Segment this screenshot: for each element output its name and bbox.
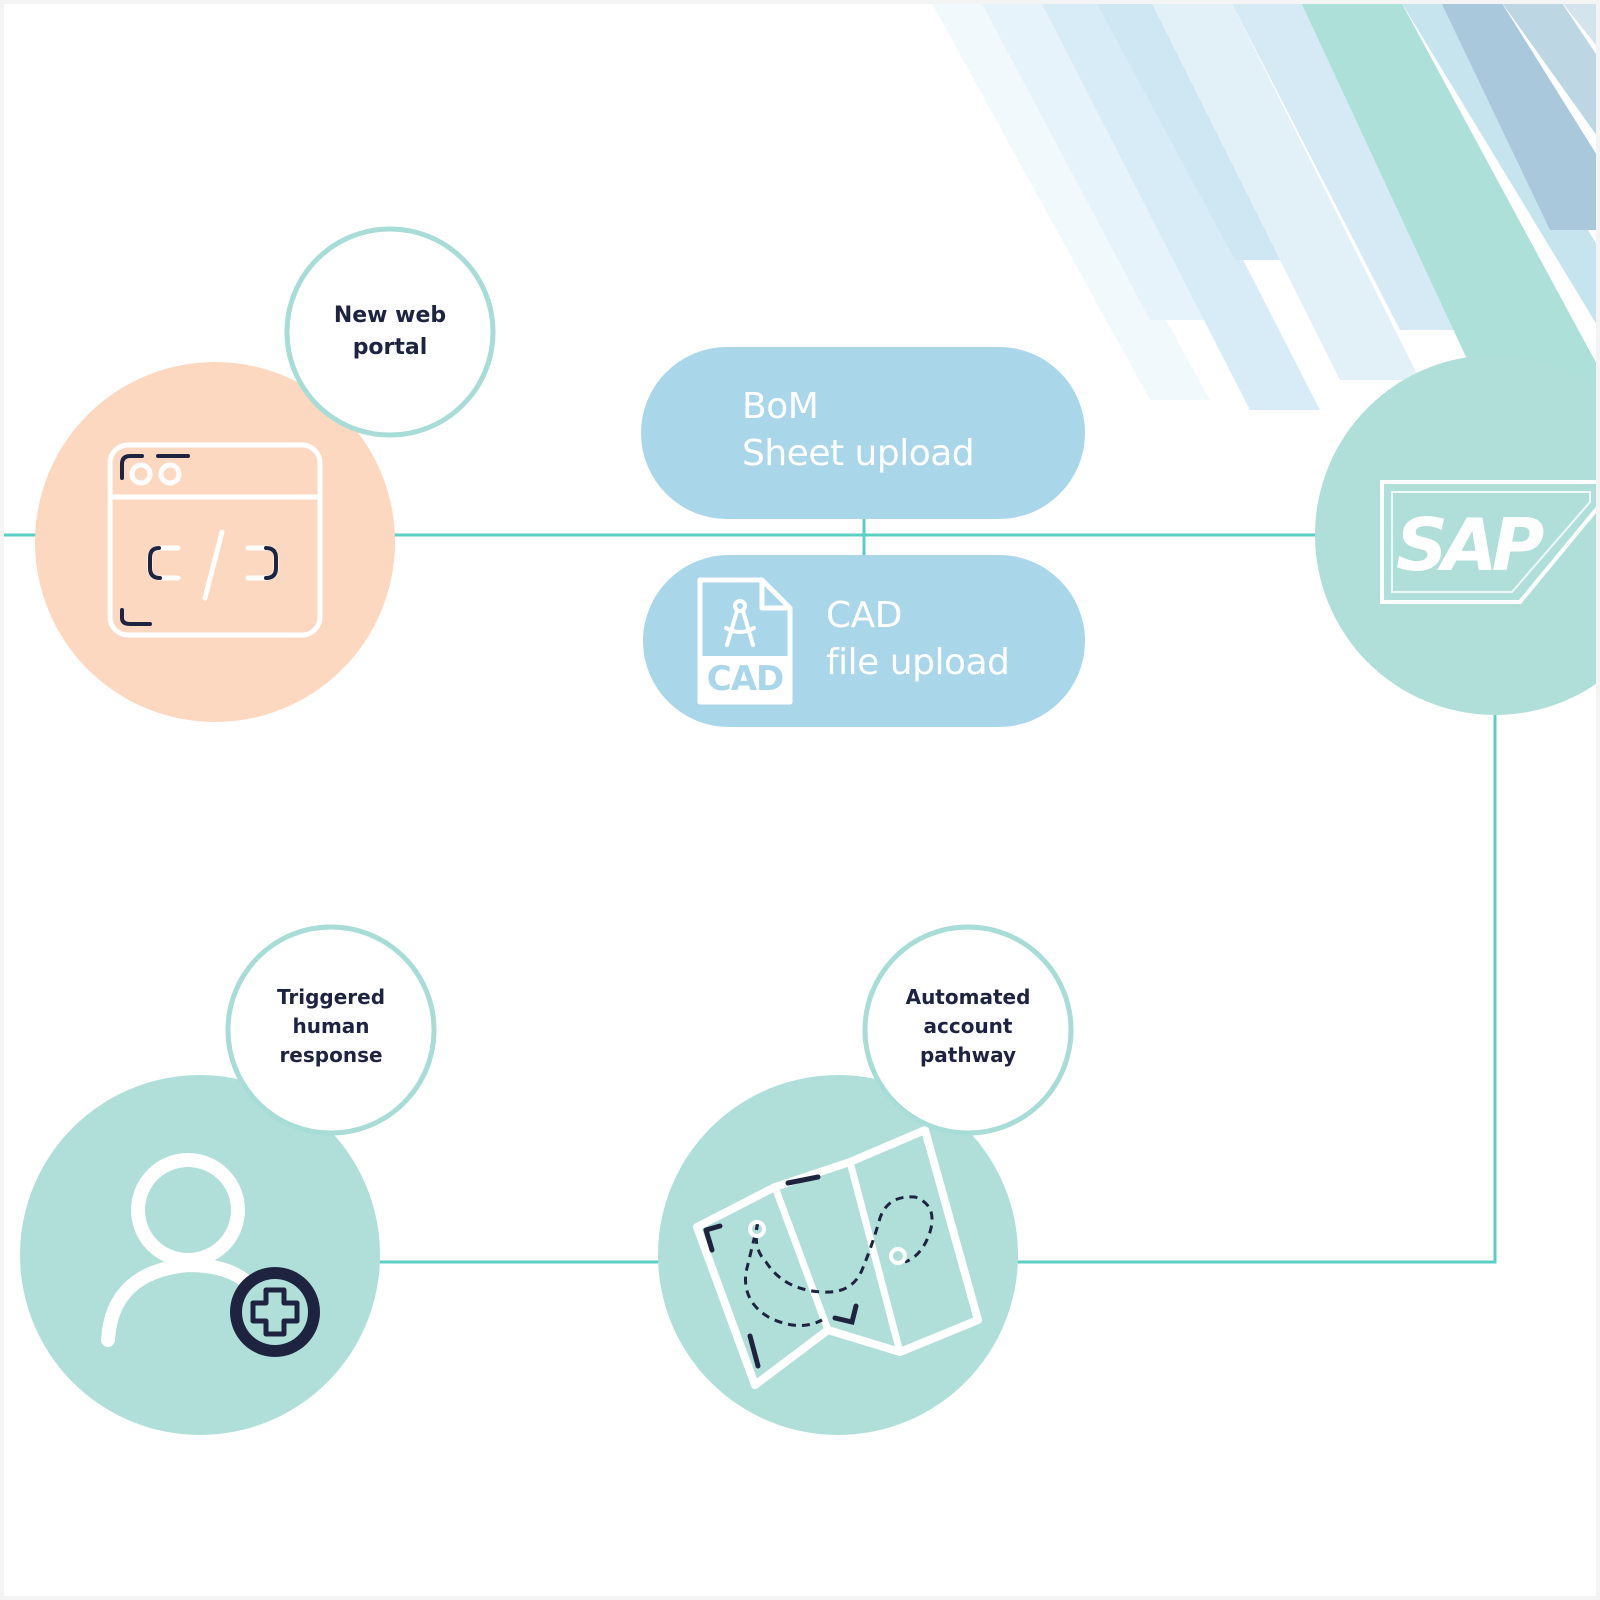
bom-upload-line-2: Sheet upload: [742, 432, 975, 474]
bom-upload-pill: [641, 347, 1085, 519]
cad-upload-pill: [643, 555, 1085, 727]
human-response-label-ring: [225, 924, 437, 1136]
add-user-icon: [101, 1153, 320, 1357]
human-response-label-line-1: Triggered: [276, 985, 386, 1009]
web-portal-label-ring: [284, 226, 496, 438]
sap-node: [1315, 355, 1600, 715]
cad-file-icon: [697, 577, 793, 705]
human-response-node: [20, 924, 437, 1435]
sap-logo-text: SAP: [1396, 503, 1544, 587]
web-portal-label-line-2: portal: [352, 334, 428, 360]
human-response-label-line-3: response: [279, 1043, 383, 1067]
account-pathway-label-line-3: pathway: [919, 1043, 1016, 1067]
account-pathway-label-line-2: account: [923, 1014, 1013, 1038]
account-pathway-node: [658, 924, 1074, 1435]
cad-upload-text: CAD file upload: [826, 593, 1010, 687]
human-response-label-line-2: human: [292, 1014, 370, 1038]
sap-logo-icon: [1380, 480, 1600, 604]
cad-icon-text: CAD: [706, 659, 785, 699]
code-window-accent: [120, 454, 278, 626]
account-pathway-label-ring: [862, 924, 1074, 1136]
web-portal-node: [35, 226, 496, 722]
cad-upload-line-2: file upload: [826, 641, 1010, 683]
right-connector-line: [1010, 700, 1497, 1264]
account-pathway-label-line-1: Automated: [905, 985, 1031, 1009]
bom-upload-line-1: BoM: [742, 386, 819, 427]
human-response-label: Triggered human response: [251, 983, 411, 1070]
cad-upload-line-1: CAD: [826, 595, 902, 636]
web-portal-label: New web portal: [310, 300, 470, 364]
decorative-stripes: [930, 0, 1600, 430]
web-portal-label-line-1: New web: [333, 303, 447, 328]
bom-upload-text: BoM Sheet upload: [742, 384, 975, 478]
route-map-icon: [693, 1126, 982, 1389]
account-pathway-label: Automated account pathway: [888, 983, 1048, 1070]
